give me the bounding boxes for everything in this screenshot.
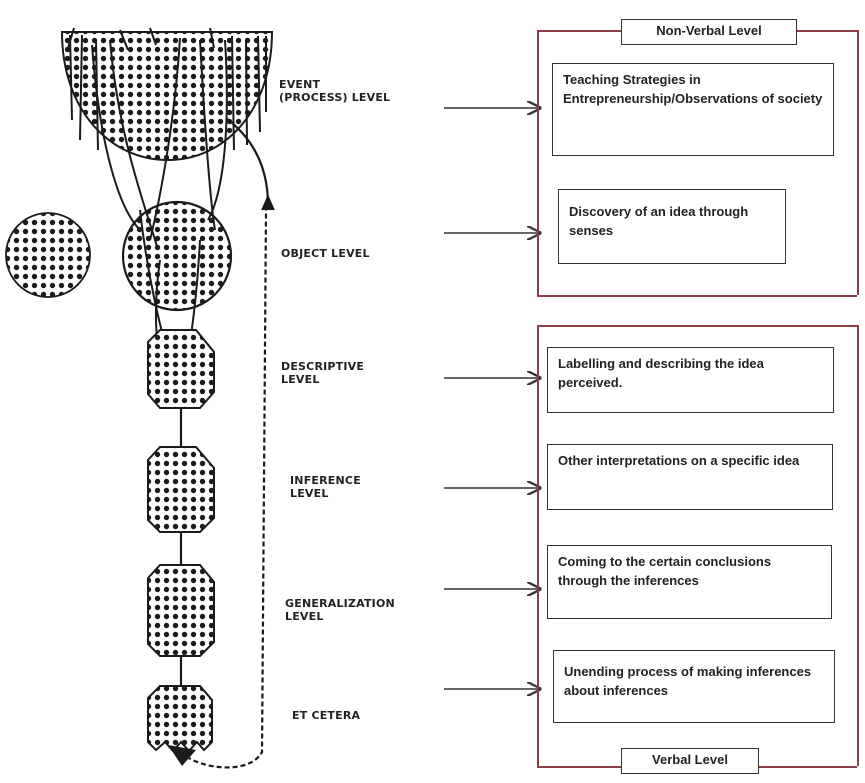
discovery-box: Discovery of an idea through senses [558, 189, 786, 264]
generalization-tag [148, 565, 214, 656]
object-level-label: OBJECT LEVEL [281, 247, 370, 260]
inference-tag [148, 447, 214, 532]
generalization-level-label: GENERALIZATION LEVEL [285, 597, 395, 623]
descriptive-tag [148, 330, 214, 408]
non-verbal-title: Non-Verbal Level [621, 19, 797, 45]
etcetera-tag [148, 686, 212, 751]
level-arrows [444, 108, 540, 689]
event-level-label: EVENT (PROCESS) LEVEL [279, 78, 390, 104]
event-parabola [62, 32, 272, 160]
unending-process-box: Unending process of making inferences ab… [553, 650, 835, 723]
etcetera-level-label: ET CETERA [292, 709, 360, 722]
interpretations-box: Other interpretations on a specific idea [547, 444, 833, 510]
object-circle [123, 202, 231, 310]
labelling-box: Labelling and describing the idea percei… [547, 347, 834, 413]
conclusions-box: Coming to the certain conclusions throug… [547, 545, 832, 619]
verbal-title: Verbal Level [621, 748, 759, 774]
teaching-strategies-box: Teaching Strategies in Entrepreneurship/… [552, 63, 834, 156]
inference-level-label: INFERENCE LEVEL [290, 474, 361, 500]
side-circle [6, 213, 90, 297]
descriptive-level-label: DESCRIPTIVE LEVEL [281, 360, 364, 386]
